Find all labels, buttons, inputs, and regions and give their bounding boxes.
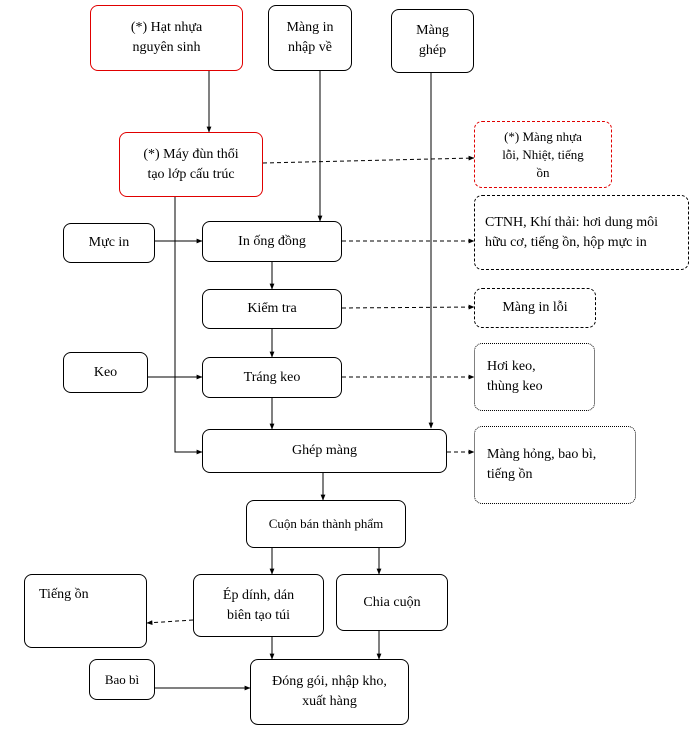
- output-mang-in-loi: Màng in lỗi: [474, 288, 596, 328]
- output-ctnh: CTNH, Khí thải: hơi dung môi hữu cơ, tiế…: [474, 195, 689, 270]
- node-ghep-mang: Ghép màng: [202, 429, 447, 473]
- dash-maydun-to-mangloi: [262, 155, 475, 164]
- dash-kiemtra-to-manginloi: [341, 304, 475, 310]
- node-chia-cuon: Chia cuộn: [336, 574, 448, 631]
- node-trang-keo: Tráng keo: [202, 357, 342, 398]
- node-muc-in: Mực in: [63, 223, 155, 263]
- output-tieng-on: Tiếng ồn: [24, 574, 147, 648]
- node-mang-ghep: Màng ghép: [391, 9, 474, 73]
- node-dong-goi: Đóng gói, nhập kho, xuất hàng: [250, 659, 409, 725]
- output-mang-nhua-loi: (*) Màng nhựa lỗi, Nhiệt, tiếng ồn: [474, 121, 612, 188]
- output-hoi-keo: Hơi keo, thùng keo: [474, 343, 595, 411]
- node-ep-dinh: Ép dính, dán biên tạo túi: [193, 574, 324, 637]
- node-cuon-ban-thanh-pham: Cuộn bán thành phẩm: [246, 500, 406, 548]
- node-hat-nhua: (*) Hạt nhựa nguyên sinh: [90, 5, 243, 71]
- node-mang-in-nhap-ve: Màng in nhập về: [268, 5, 352, 71]
- arrow-maydun-to-ghepmang: [174, 197, 203, 455]
- node-kiem-tra: Kiểm tra: [202, 289, 342, 329]
- node-bao-bi: Bao bì: [89, 659, 155, 700]
- node-may-dun-thoi: (*) Máy đùn thổi tạo lớp cấu trúc: [119, 132, 263, 197]
- dash-epdinh-to-tiengon: [146, 619, 194, 626]
- node-in-ong-dong: In ống đồng: [202, 221, 342, 262]
- node-keo: Keo: [63, 352, 148, 393]
- output-mang-hong: Màng hỏng, bao bì, tiếng ồn: [474, 426, 636, 504]
